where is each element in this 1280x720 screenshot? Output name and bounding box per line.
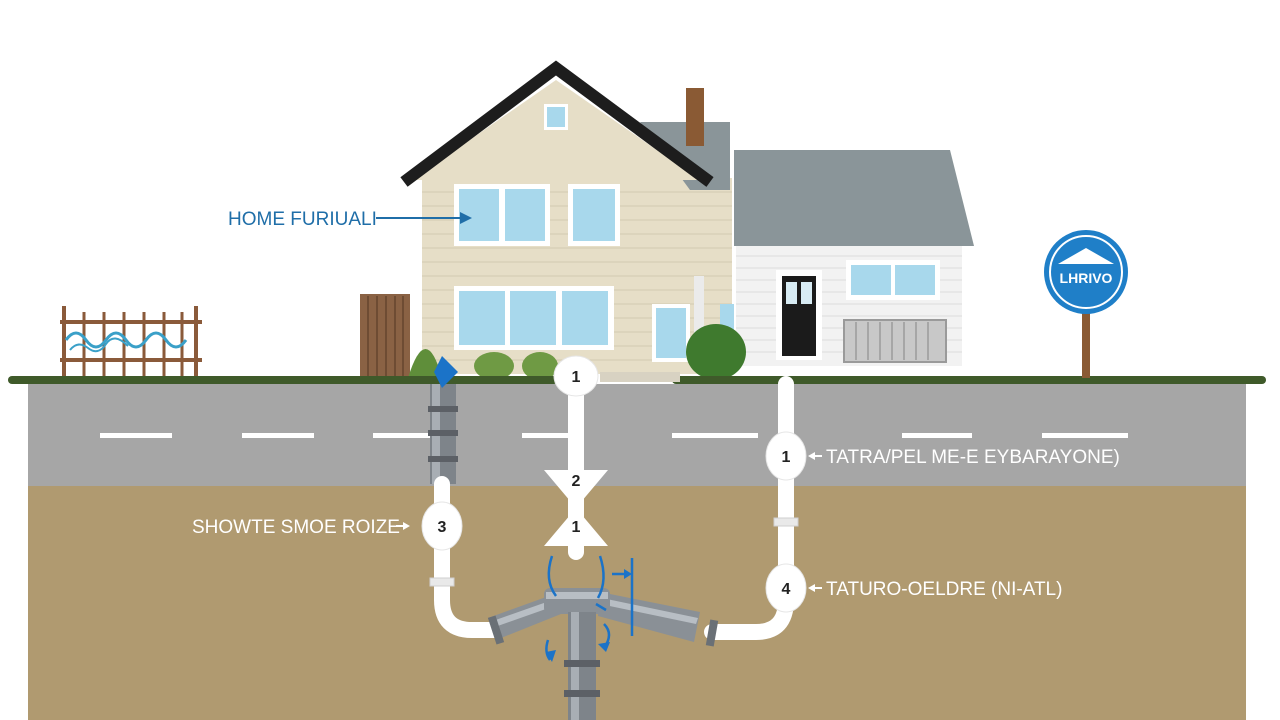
downspout <box>694 276 704 336</box>
marker-right-upper: 1 <box>765 431 807 481</box>
flow-arrows-icon <box>545 555 634 661</box>
walkway <box>600 372 680 382</box>
marker-left: 3 <box>421 501 463 551</box>
marker-valve-bottom: 1 <box>572 519 581 536</box>
marker-valve-top: 2 <box>572 473 581 490</box>
gray-junction-pipes <box>487 588 719 720</box>
svg-text:1: 1 <box>572 369 581 386</box>
flow-arrowheads-icon <box>546 569 632 662</box>
street-sign-text: LHRIVO <box>1060 270 1113 286</box>
side-house <box>734 150 974 366</box>
main-house-windows <box>454 184 734 362</box>
valve-lower-icon <box>544 508 608 546</box>
valve-upper-icon <box>544 470 608 508</box>
marker-top: 1 <box>553 355 599 397</box>
svg-text:1: 1 <box>782 449 791 466</box>
cleanout-marker-icon <box>434 356 458 388</box>
grass-line-right <box>672 376 1266 384</box>
svg-text:2: 2 <box>572 473 581 490</box>
pipe-joints <box>429 517 799 587</box>
grass-line-left <box>8 376 558 384</box>
street-sign <box>1044 230 1128 378</box>
wooden-gate <box>360 294 410 376</box>
road-lane-markings <box>100 433 1128 438</box>
marker-right-lower: 4 <box>765 563 807 613</box>
label-taturo: TATURO-OELDRE (NI-ATL) <box>826 579 1062 600</box>
label-showte: SHOWTE SMOE ROIZE <box>192 517 400 538</box>
fence <box>60 306 202 376</box>
left-gray-pipe <box>428 384 458 484</box>
svg-text:3: 3 <box>438 519 447 536</box>
callout-arrows <box>376 212 822 592</box>
label-home: HOME FURIUALI <box>228 209 377 230</box>
svg-text:1: 1 <box>572 519 581 536</box>
svg-text:4: 4 <box>782 581 791 598</box>
label-tatra: TATRA/PEL ME-E EYBARAYONE) <box>826 447 1120 468</box>
shrubs <box>408 324 746 380</box>
